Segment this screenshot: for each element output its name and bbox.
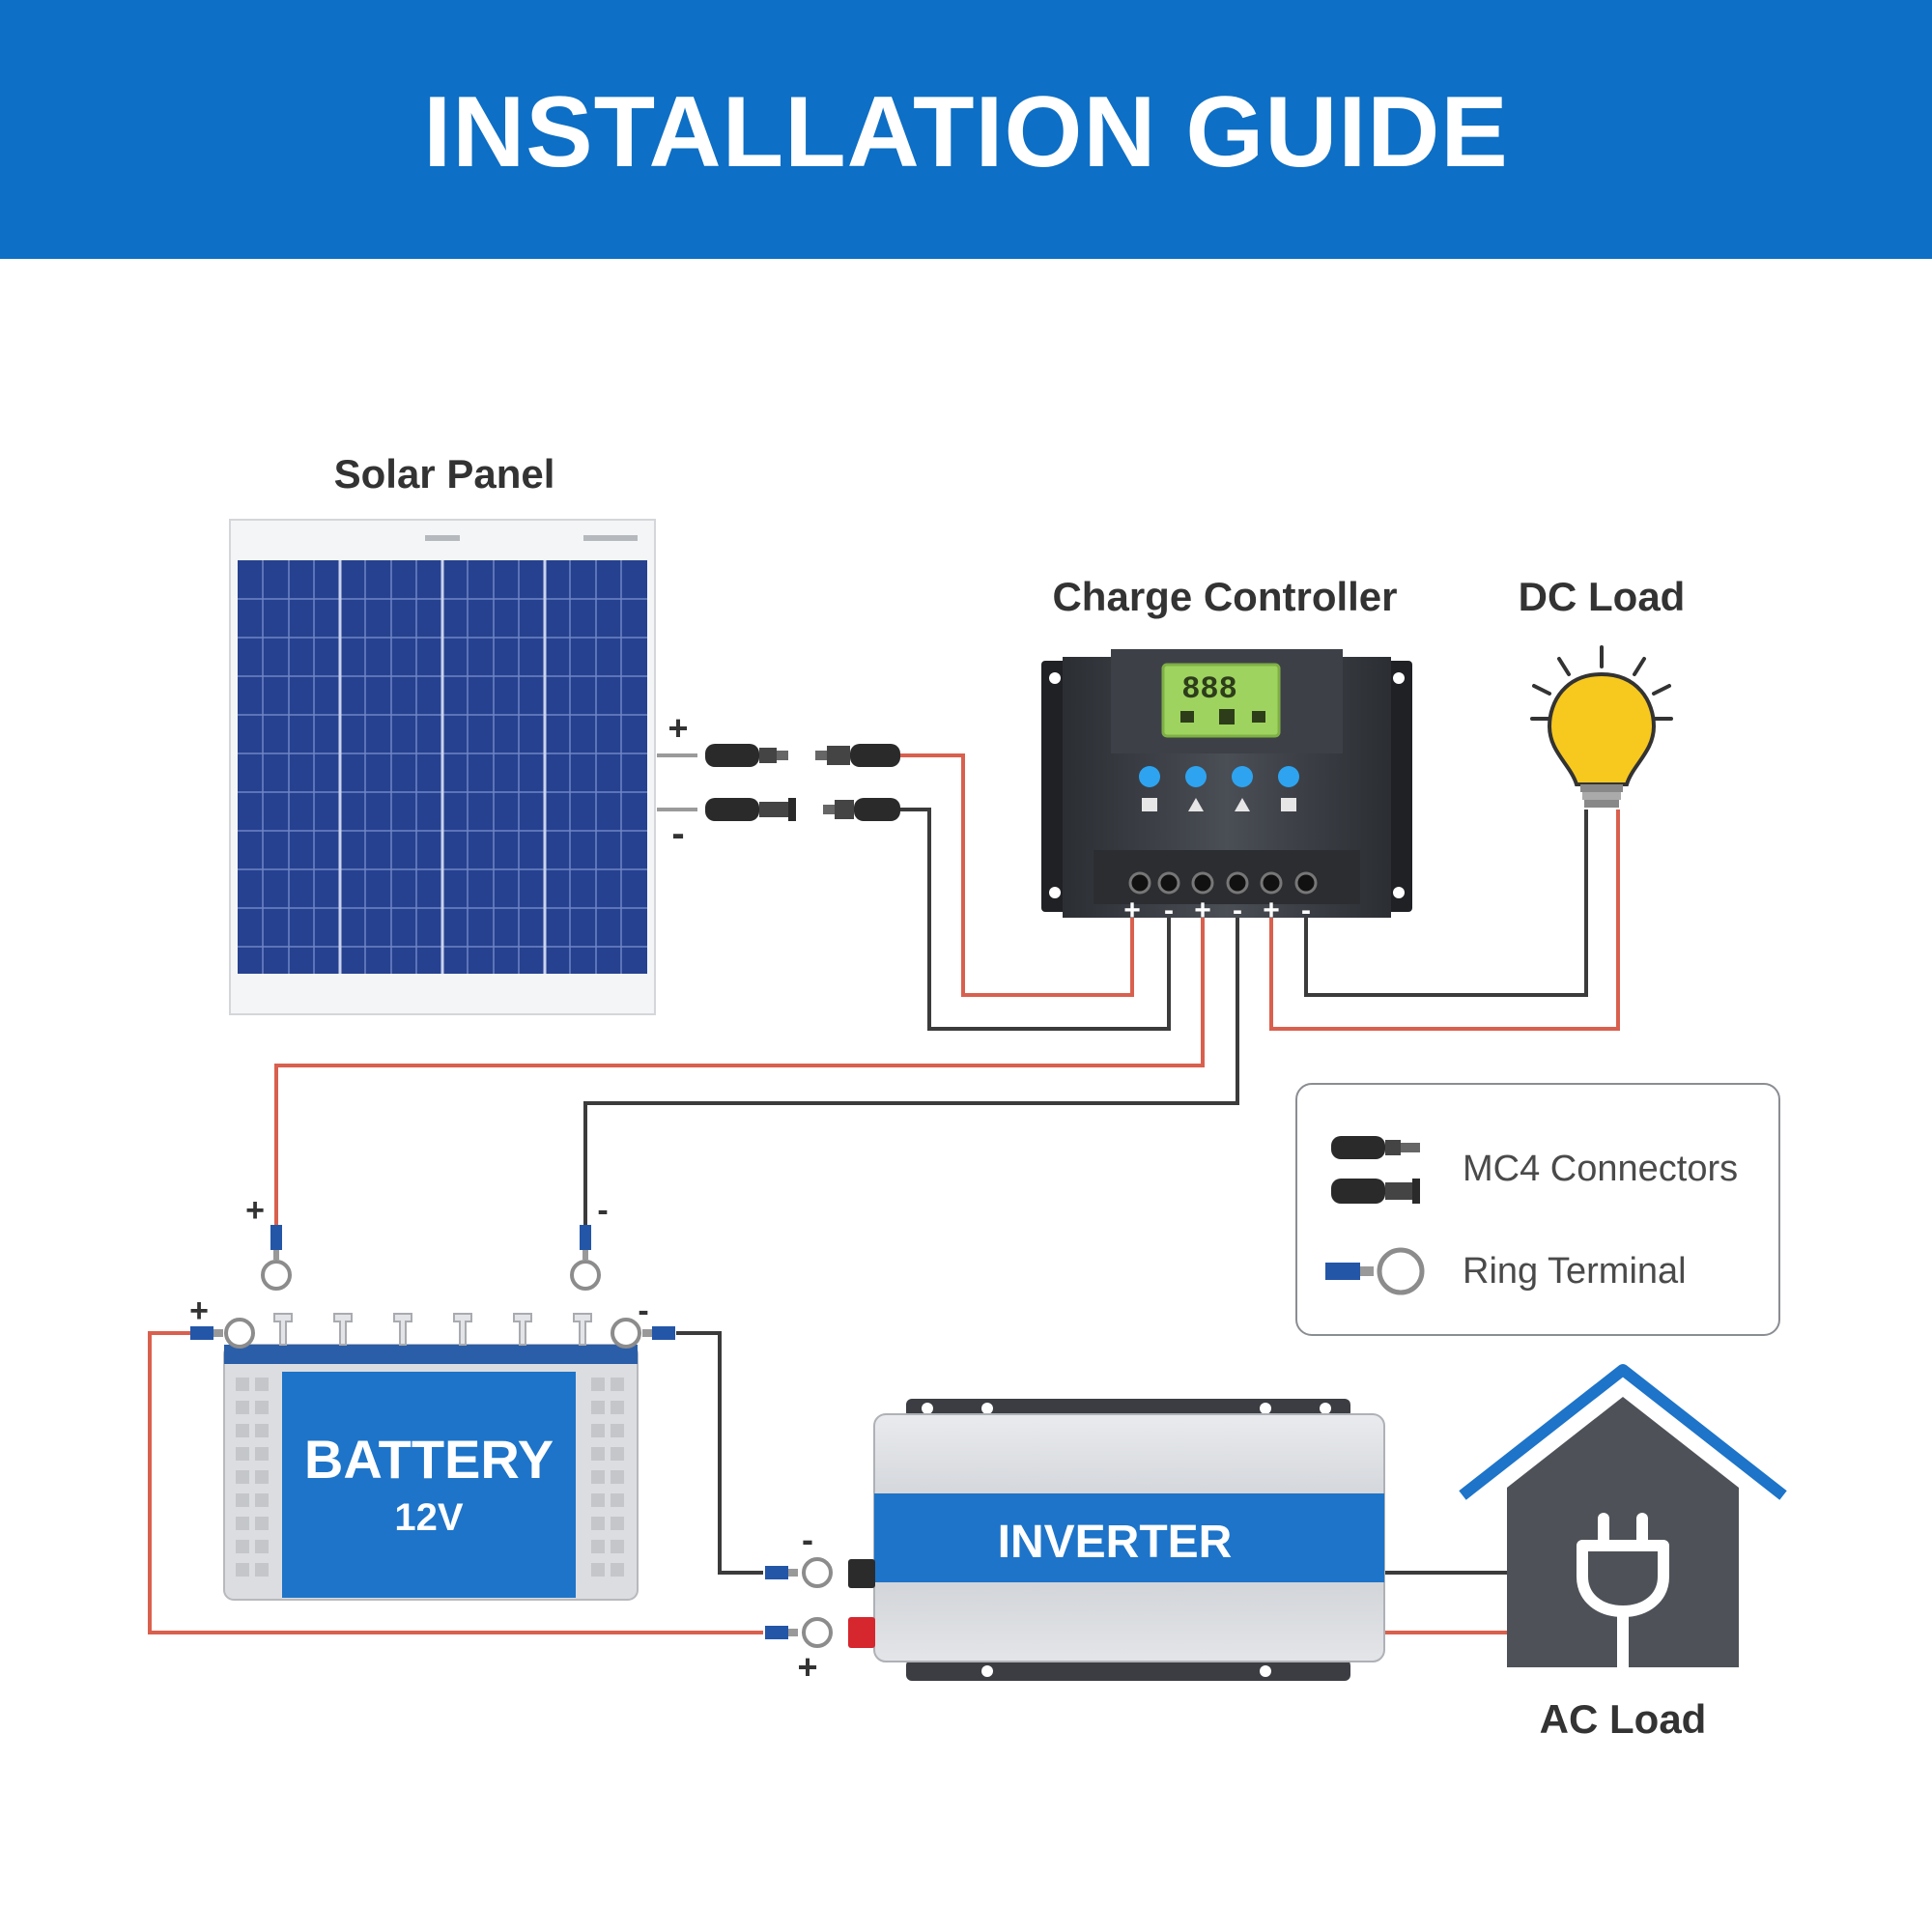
legend-mc4-label: MC4 Connectors [1463, 1149, 1738, 1189]
battery-label: BATTERY [304, 1429, 554, 1490]
ring-terminal-icon [765, 1557, 833, 1588]
wire-pv-negative [900, 808, 1171, 1031]
wires [148, 753, 1620, 1634]
solar-panel-label: Solar Panel [334, 451, 555, 497]
controller-terminal-polarity: + - + - + - [1123, 895, 1311, 926]
ring-terminals [190, 1225, 833, 1648]
panel-plus-sign: + [668, 708, 688, 748]
ring-terminal-icon [765, 1617, 833, 1648]
cc-terminal-load-minus: - [1301, 895, 1311, 926]
cc-terminal-bat-minus: - [1233, 895, 1242, 926]
mc4-male-positive-icon [705, 744, 788, 767]
controller-status-icons [1142, 798, 1296, 811]
ring-terminal-icon [190, 1318, 255, 1349]
wire-inverter-positive [148, 1331, 763, 1634]
inverter-polarity-marks: - + [797, 1520, 817, 1687]
header-banner: INSTALLATION GUIDE [0, 0, 1932, 259]
wire-battery-negative-top [583, 918, 1239, 1225]
wire-load-positive [1269, 810, 1620, 1031]
battery: BATTERY 12V [223, 1313, 639, 1601]
inverter-plus: + [797, 1647, 817, 1687]
controller-button-4[interactable] [1278, 766, 1299, 787]
mc4-connector-pair [705, 744, 900, 821]
controller-button-3[interactable] [1232, 766, 1253, 787]
light-bulb-icon [1530, 645, 1673, 808]
cc-terminal-pv-plus: + [1123, 895, 1141, 926]
battery-right-minus: - [638, 1293, 648, 1329]
controller-terminal-screws [1128, 871, 1318, 895]
wire-pv-positive [900, 753, 1134, 997]
legend-mc4-icon [1331, 1136, 1420, 1204]
battery-side-grid-left [236, 1378, 269, 1577]
mc4-female-negative-icon [823, 798, 900, 821]
controller-lcd-readout: 888 [1181, 671, 1237, 707]
solar-panel [229, 519, 656, 1015]
battery-top-minus: - [597, 1192, 608, 1229]
wire-load-negative [1304, 810, 1588, 997]
ring-terminal-icon [570, 1225, 601, 1291]
legend-ring-terminal-icon [1325, 1247, 1425, 1295]
cc-terminal-bat-plus: + [1194, 895, 1211, 926]
battery-left-plus: + [189, 1293, 209, 1329]
controller-button-1[interactable] [1139, 766, 1160, 787]
panel-minus-sign: - [671, 812, 684, 855]
house-icon [1459, 1364, 1787, 1667]
battery-cell-caps [273, 1313, 592, 1346]
ac-load-label: AC Load [1540, 1696, 1707, 1742]
cc-terminal-load-plus: + [1263, 895, 1280, 926]
wire-battery-positive-top [274, 918, 1205, 1225]
controller-buttons [1139, 766, 1299, 787]
plug-icon [1577, 1513, 1669, 1673]
solar-panel-busbars [338, 560, 547, 974]
wire-inverter-negative [676, 1331, 763, 1575]
ring-terminal-icon [611, 1318, 675, 1349]
ring-terminal-icon [261, 1225, 292, 1291]
mc4-male-negative-icon [705, 798, 796, 821]
cc-terminal-pv-minus: - [1164, 895, 1174, 926]
mc4-female-positive-icon [815, 744, 900, 767]
dc-load-label: DC Load [1519, 574, 1686, 619]
inverter: INVERTER [848, 1399, 1385, 1681]
legend: MC4 Connectors Ring Terminal [1295, 1083, 1780, 1336]
charge-controller-label: Charge Controller [1052, 574, 1397, 619]
inverter-negative-post [848, 1559, 875, 1588]
inverter-minus: - [802, 1520, 813, 1559]
charge-controller: 888 [1041, 649, 1412, 918]
legend-ring-label: Ring Terminal [1463, 1251, 1687, 1292]
inverter-label: INVERTER [998, 1517, 1233, 1568]
battery-voltage-label: 12V [394, 1496, 463, 1539]
battery-polarity-marks: + - + - [189, 1192, 649, 1329]
battery-side-grid-right [591, 1378, 624, 1577]
page-title: INSTALLATION GUIDE [423, 76, 1509, 188]
battery-top-plus: + [245, 1192, 265, 1229]
inverter-positive-post [848, 1617, 875, 1648]
controller-button-2[interactable] [1185, 766, 1207, 787]
